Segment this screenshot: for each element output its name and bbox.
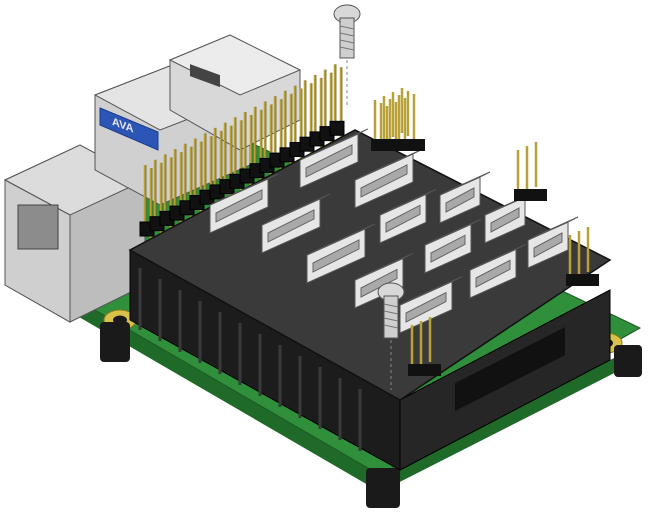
screw-top: [333, 4, 361, 108]
jst-connector: [261, 193, 331, 254]
jst-connector: [424, 218, 482, 274]
hat-pin-headers: [371, 88, 599, 376]
standoffs: [100, 322, 642, 508]
jst-connector: [527, 216, 579, 269]
jst-connector: [354, 252, 414, 309]
jst-connector: [209, 173, 279, 234]
mounting-screws: [333, 4, 405, 390]
jst-connector: [306, 223, 376, 284]
screw-bottom: [377, 282, 405, 390]
jst-connector: [439, 171, 491, 224]
jst-connectors: [209, 128, 579, 334]
jst-connector: [379, 188, 437, 244]
pin-header: [566, 227, 599, 286]
gpio-header: [139, 64, 345, 238]
pin-header: [371, 88, 425, 151]
jst-connector: [399, 276, 463, 334]
ethernet-port: [3, 144, 147, 323]
jst-connector: [469, 243, 527, 299]
jst-connector: [299, 128, 369, 189]
jst-connector: [354, 148, 424, 209]
pin-header: [514, 142, 547, 201]
pin-header: [408, 317, 441, 376]
